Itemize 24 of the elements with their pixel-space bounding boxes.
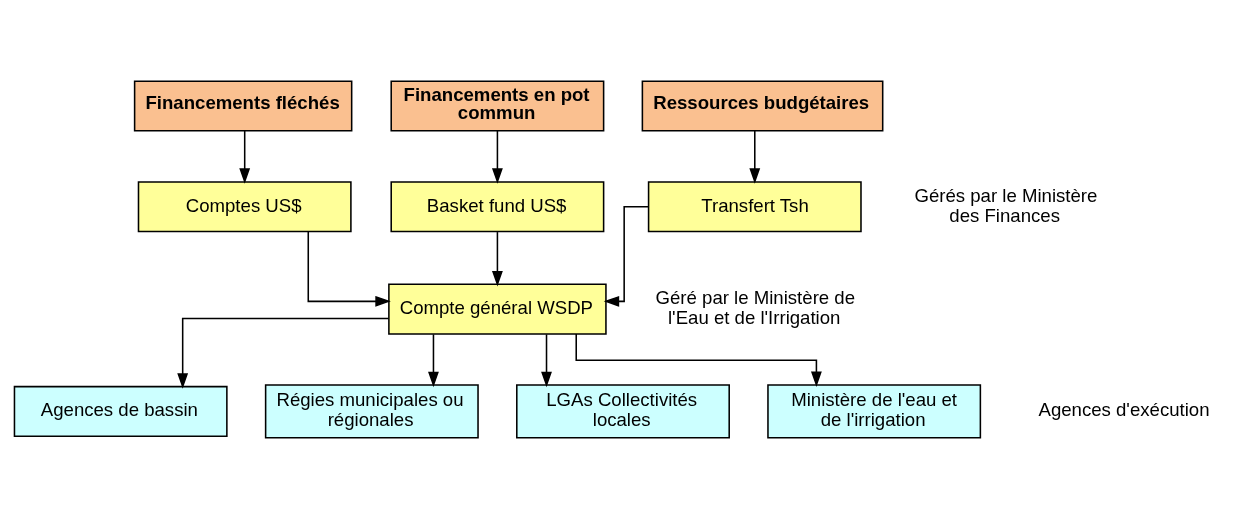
arrow bbox=[749, 129, 761, 184]
node-box: Compte général WSDP bbox=[388, 283, 607, 335]
node-box: Régies municipales ou régionales bbox=[264, 383, 479, 439]
label: Géré par le Ministère de l'Eau et de l'Irrigation bbox=[655, 286, 856, 328]
node-box: LGAs Collectivités locales bbox=[516, 383, 730, 439]
arrow bbox=[603, 205, 649, 307]
node-box: Financements en pot commun bbox=[390, 79, 605, 132]
node-box: Transfert Tsh bbox=[647, 180, 862, 232]
node-box: Ressources budgétaires bbox=[641, 79, 884, 132]
arrow bbox=[307, 230, 391, 307]
arrow bbox=[239, 129, 251, 184]
arrow bbox=[428, 333, 439, 387]
label: Gérés par le Ministère des Finances bbox=[914, 184, 1098, 226]
node-box: Ministère de l'eau et de l'irrigation bbox=[767, 383, 982, 439]
arrow bbox=[575, 332, 822, 387]
node-box: Basket fund US$ bbox=[390, 180, 605, 232]
node-box: Comptes US$ bbox=[137, 180, 352, 232]
arrow bbox=[491, 129, 503, 184]
label: Agences d'exécution bbox=[1038, 398, 1210, 420]
node-box: Financements fléchés bbox=[133, 79, 353, 132]
node-box: Agences de bassin bbox=[13, 385, 228, 437]
arrow bbox=[491, 230, 503, 286]
arrow bbox=[541, 333, 552, 387]
arrow bbox=[177, 317, 390, 389]
